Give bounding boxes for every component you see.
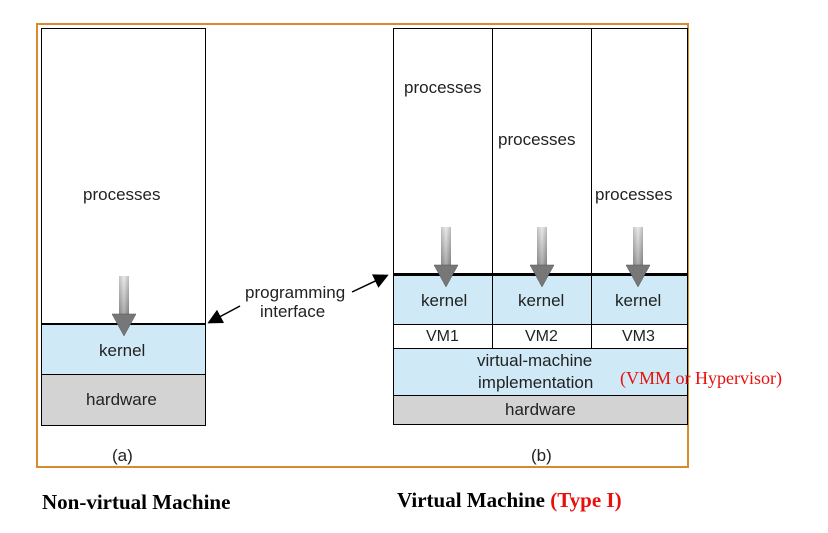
right-hardware-label: hardware xyxy=(505,400,576,419)
left-hardware-box xyxy=(41,374,206,426)
vm1-kernel-label: kernel xyxy=(421,291,468,310)
left-hardware-label: hardware xyxy=(86,390,157,409)
vm3-processes-label: processes xyxy=(595,185,673,204)
left-processes-label: processes xyxy=(83,185,161,204)
programming-interface-line1: programming xyxy=(245,283,346,302)
interface-arrow-left xyxy=(207,305,241,324)
vm2-processes-label: processes xyxy=(498,130,576,149)
vm3-syscall-arrow xyxy=(625,227,651,288)
vm1-processes-label: processes xyxy=(404,78,482,97)
hypervisor-note: (VMM or Hypervisor) xyxy=(620,368,782,388)
right-sublabel: (b) xyxy=(531,446,552,465)
caption-virtual-type: (Type I) xyxy=(550,488,622,512)
vm2-label: VM2 xyxy=(525,328,558,345)
right-hardware-box xyxy=(393,395,688,425)
programming-interface-line2: interface xyxy=(260,302,326,321)
diagram-frame xyxy=(36,23,689,468)
interface-arrow-right xyxy=(351,274,389,293)
left-syscall-arrow xyxy=(111,276,137,337)
left-sublabel: (a) xyxy=(112,446,133,465)
caption-non-virtual: Non-virtual Machine xyxy=(42,490,231,514)
vm2-kernel-label: kernel xyxy=(518,291,565,310)
caption-virtual-main: Virtual Machine xyxy=(397,488,545,512)
vm3-label: VM3 xyxy=(622,328,655,345)
caption-virtual: Virtual Machine (Type I) xyxy=(397,488,622,513)
vm3-kernel-label: kernel xyxy=(615,291,662,310)
vm-implementation-line2: implementation xyxy=(478,373,594,392)
vm1-label: VM1 xyxy=(426,328,459,345)
left-kernel-label: kernel xyxy=(99,341,146,360)
vm-implementation-line1: virtual-machine xyxy=(477,351,593,370)
vm2-syscall-arrow xyxy=(529,227,555,288)
vm1-syscall-arrow xyxy=(433,227,459,288)
